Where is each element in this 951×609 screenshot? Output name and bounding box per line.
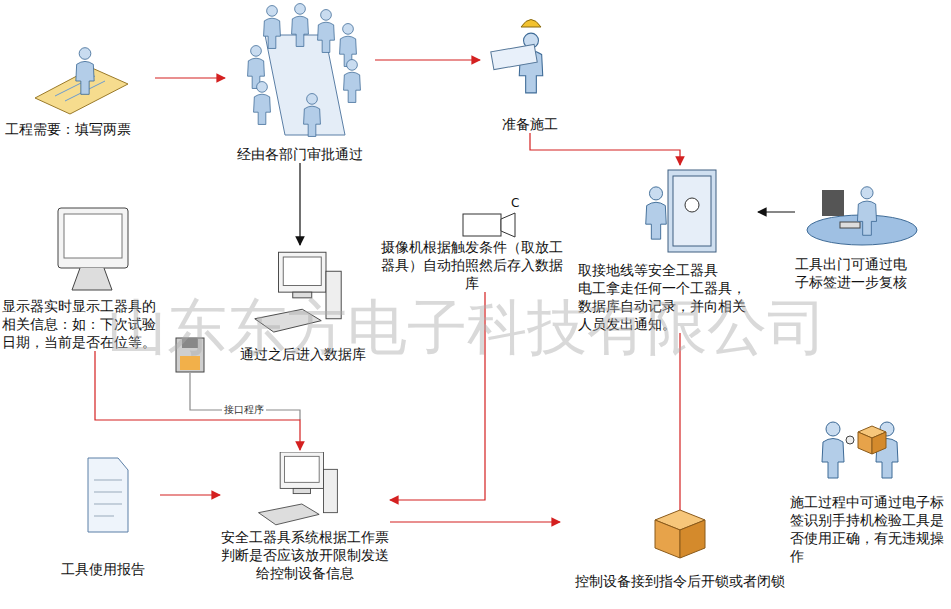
meeting-table-part <box>304 94 321 137</box>
node-caption: 工程需要：填写两票 <box>5 120 155 138</box>
node-caption: 工具出门可通过电子标签进一步复核 <box>795 255 920 291</box>
flow-arrow <box>530 133 680 165</box>
node-caption: 摄像机根据触发条件（取放工器具）自动拍照然后存入数据库 <box>380 238 564 292</box>
node-caption: 施工过程中可通过电子标签识别手持机检验工具是否使用正确，有无违规操作 <box>790 493 945 565</box>
icon-node: 工具使用报告 <box>45 455 160 578</box>
camera-part <box>463 214 501 236</box>
flow-arrow <box>95 351 300 450</box>
checkout-desk <box>807 187 917 245</box>
icon-node: 工具出门可通过电子标签进一步复核 <box>795 185 920 291</box>
meeting-table-part <box>292 4 309 47</box>
control-device-part <box>680 520 705 558</box>
tool-cabinet-part <box>673 176 711 246</box>
monitor-part <box>64 214 122 258</box>
camera <box>463 213 515 237</box>
node-caption: 经由各部门审批通过 <box>225 145 375 163</box>
system-computer <box>259 452 338 525</box>
flow-arrow <box>155 77 225 78</box>
tool-cabinet <box>646 170 716 252</box>
control-device-part <box>655 520 680 558</box>
icon-node: 摄像机根据触发条件（取放工器具）自动拍照然后存入数据库 <box>380 208 564 292</box>
node-caption: 控制设备接到指令后开锁或者闭锁 <box>560 572 800 590</box>
construction-worker-part <box>491 44 537 69</box>
meeting-table-part <box>318 10 335 53</box>
handheld-check-part <box>846 436 854 444</box>
report-document-part <box>94 492 122 493</box>
system-computer-part <box>259 452 338 525</box>
report-document-part <box>94 516 114 517</box>
node-caption: 取接地线等安全工器具 <box>578 261 758 279</box>
report-document-part <box>94 504 122 505</box>
flow-arrow <box>390 521 560 522</box>
report-document <box>88 458 128 532</box>
desk-worker-part <box>76 48 94 95</box>
node-caption: 工具使用报告 <box>45 560 160 578</box>
tool-cabinet-part <box>685 198 699 212</box>
tool-cabinet-part <box>646 187 667 239</box>
desk-worker <box>35 48 128 114</box>
monitor-part <box>72 268 112 290</box>
icon-node: 施工过程中可通过电子标签识别手持机检验工具是否使用正确，有无违规操作 <box>790 405 945 565</box>
construction-worker-part <box>521 20 541 28</box>
construction-worker <box>491 20 543 93</box>
flow-arrow <box>160 494 220 495</box>
report-document-part <box>88 458 128 532</box>
monitor-part <box>58 208 128 268</box>
node-caption: 准备施工 <box>480 115 580 133</box>
icon-node: 准备施工 <box>480 15 580 133</box>
flow-arrow <box>299 163 300 245</box>
camera-letter: C <box>509 196 521 210</box>
handheld-check-part <box>872 432 886 454</box>
checkout-desk-part <box>840 222 860 228</box>
icon-node: 安全工器具系统根据工作票判断是否应该放开限制发送给控制设备信息 <box>220 450 390 582</box>
floppy-disk-part <box>190 373 300 420</box>
meeting-table-part <box>264 6 281 49</box>
icon-node: 经由各部门审批通过 <box>225 5 375 163</box>
tool-cabinet-part <box>668 170 716 252</box>
camera-part <box>501 213 515 237</box>
report-document-part <box>94 480 122 481</box>
watermark: 山东东方电子科技有限公司 <box>105 288 829 369</box>
node-caption: 安全工器具系统根据工作票判断是否应该放开限制发送给控制设备信息 <box>220 528 390 582</box>
meeting-table-part <box>344 60 361 103</box>
meeting-table-part <box>254 82 271 125</box>
interface-label: 接口程序 <box>222 403 266 417</box>
handheld-check-part <box>822 422 844 478</box>
icon-node: 工程需要：填写两票 <box>5 40 155 138</box>
checkout-desk-part <box>822 190 844 216</box>
handheld-check <box>822 422 898 478</box>
handheld-check-part <box>858 432 872 454</box>
flow-arrow <box>375 59 480 60</box>
control-device <box>655 510 705 558</box>
flow-arrow <box>758 211 795 212</box>
meeting-table <box>248 4 361 137</box>
checkout-desk-part <box>857 187 876 236</box>
monitor <box>58 208 128 290</box>
icon-node: 控制设备接到指令后开锁或者闭锁 <box>560 510 800 590</box>
